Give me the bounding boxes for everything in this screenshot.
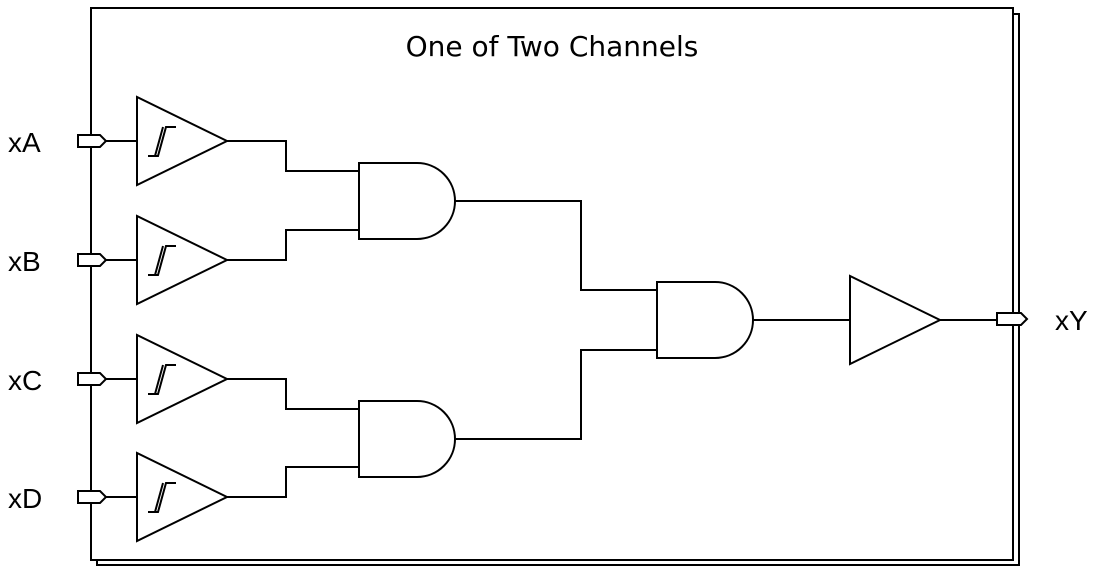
schmitt-buffers bbox=[136, 95, 230, 543]
wire-buf-a-to-and1 bbox=[227, 140, 359, 172]
input-port-xc bbox=[77, 372, 108, 386]
enclosure-shadow bbox=[96, 13, 1020, 566]
hysteresis-icon bbox=[148, 126, 176, 157]
wire-and2-to-and3 bbox=[455, 349, 657, 440]
channel-enclosure bbox=[90, 7, 1020, 566]
buffer-triangle bbox=[136, 214, 230, 306]
wire-and1-to-and3 bbox=[455, 200, 657, 291]
hysteresis-icon bbox=[148, 245, 176, 276]
hysteresis-icon-return bbox=[154, 364, 164, 395]
schmitt-buffer-c bbox=[136, 333, 230, 425]
and-gate-3 bbox=[656, 281, 754, 359]
schmitt-buffer-d bbox=[136, 451, 230, 543]
hysteresis-icon bbox=[148, 482, 176, 513]
and-gate-2 bbox=[358, 400, 456, 478]
buffer-triangle bbox=[136, 95, 230, 187]
hysteresis-icon-return bbox=[154, 126, 164, 157]
output-label-xy: xY bbox=[1055, 305, 1088, 336]
output-buffer bbox=[849, 274, 943, 366]
input-label-xb: xB bbox=[8, 246, 41, 277]
input-port-xb bbox=[77, 253, 108, 267]
hysteresis-icon-return bbox=[154, 245, 164, 276]
stage1-wires bbox=[227, 140, 359, 498]
wire-buf-c-to-and2 bbox=[227, 378, 359, 410]
hysteresis-icon-return bbox=[154, 482, 164, 513]
hysteresis-icon bbox=[148, 364, 176, 395]
buffer-triangle bbox=[136, 451, 230, 543]
wire-buf-d-to-and2 bbox=[227, 466, 359, 498]
input-label-xc: xC bbox=[8, 365, 42, 396]
schmitt-buffer-a bbox=[136, 95, 230, 187]
and-gate-1 bbox=[358, 162, 456, 240]
enclosure-box bbox=[90, 7, 1014, 561]
stage2-wires bbox=[455, 200, 657, 440]
input-label-xd: xD bbox=[8, 483, 42, 514]
diagram-title: One of Two Channels bbox=[406, 30, 699, 63]
input-port-xa bbox=[77, 134, 108, 148]
input-label-xa: xA bbox=[8, 127, 41, 158]
output-port-xy bbox=[996, 312, 1029, 326]
and-gates-stage1 bbox=[358, 162, 456, 478]
input-wires bbox=[106, 140, 137, 498]
wire-buf-b-to-and1 bbox=[227, 229, 359, 261]
input-ports bbox=[77, 134, 108, 504]
schmitt-buffer-b bbox=[136, 214, 230, 306]
input-port-xd bbox=[77, 490, 108, 504]
buffer-triangle bbox=[136, 333, 230, 425]
